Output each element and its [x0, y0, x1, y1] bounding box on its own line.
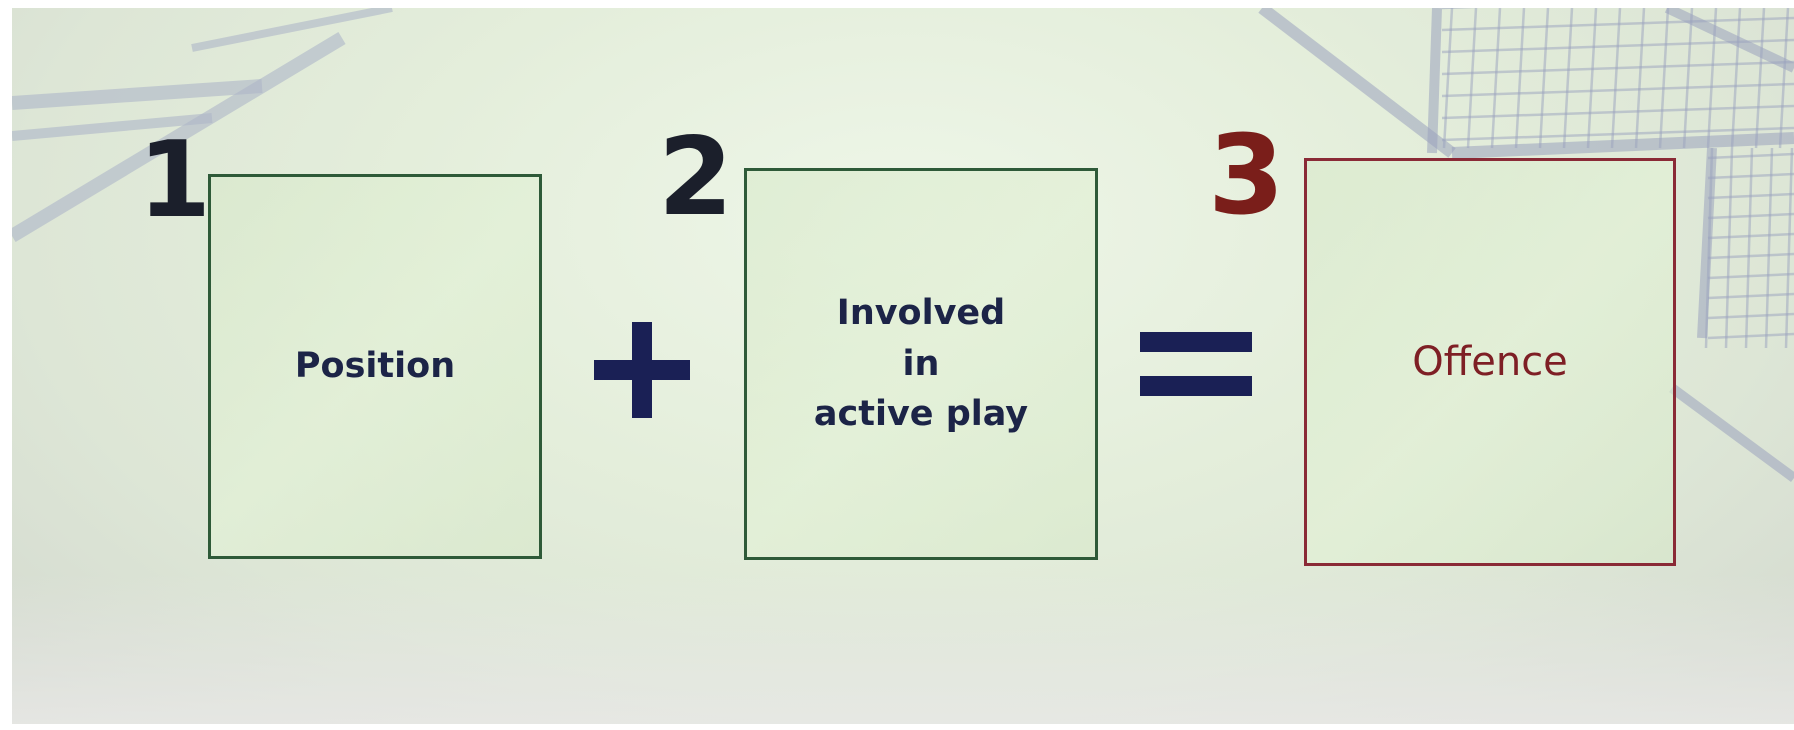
- slide-screen: 1 Position 2 Involved in active play 3 O…: [12, 8, 1794, 724]
- goal-net-background: [12, 8, 1794, 483]
- offence-box: Offence: [1304, 158, 1676, 566]
- goal-net-graphic: [1258, 8, 1794, 483]
- offence-label: Offence: [1412, 339, 1568, 385]
- field-lines-graphic: [12, 8, 393, 243]
- position-box: Position: [208, 174, 542, 559]
- involved-in-active-play-label: Involved in active play: [813, 292, 1029, 435]
- position-label: Position: [294, 346, 456, 387]
- step-number-2: 2: [658, 115, 734, 240]
- step-number-3: 3: [1208, 111, 1285, 239]
- involved-in-active-play-box: Involved in active play: [744, 168, 1098, 560]
- step-number-1: 1: [138, 119, 212, 241]
